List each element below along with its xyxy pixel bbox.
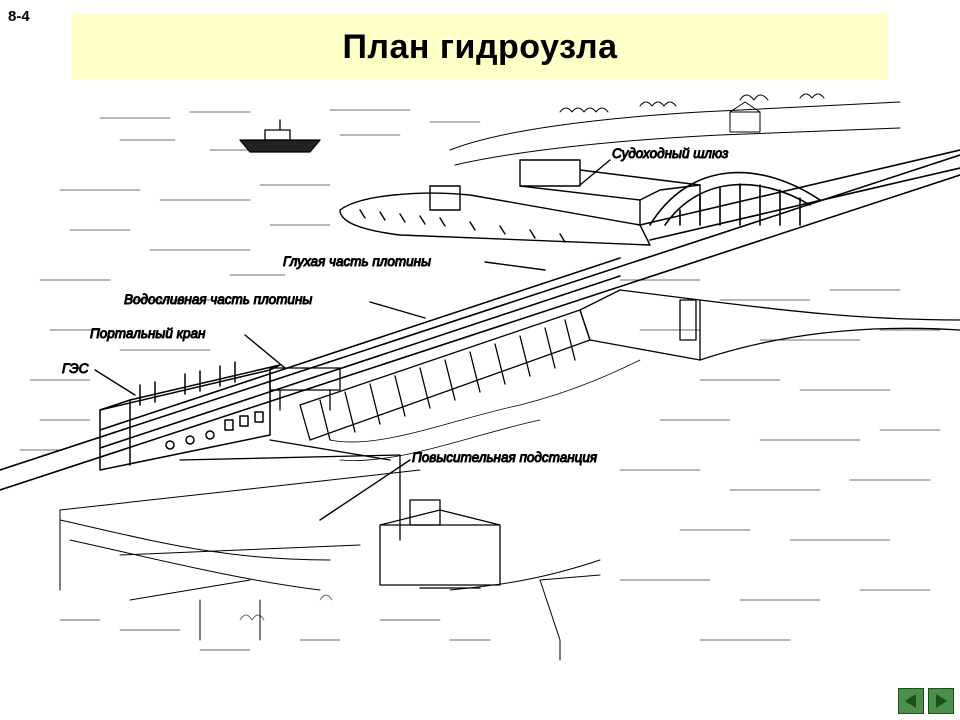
label-pointers [94,159,611,521]
basin [579,289,960,361]
triangle-right-icon [936,694,947,708]
label-lock: Судоходный шлюз [612,146,728,161]
hydro-plant-illustration: Судоходный шлюз Глухая часть плотины Вод… [0,93,960,661]
label-hes: ГЭС [62,361,89,376]
hes-building [99,361,281,471]
portal-crane [269,367,341,411]
ship-lock [339,159,701,246]
far-bank [449,93,901,166]
next-slide-button[interactable] [928,688,954,714]
slide-title: План гидроузла [342,27,618,66]
title-banner: План гидроузла [72,14,888,80]
prev-slide-button[interactable] [898,688,924,714]
arch-bridge [639,149,960,241]
label-portal-crane: Портальный кран [90,326,206,341]
label-blind-dam: Глухая часть плотины [283,254,431,269]
dam-crest [0,154,960,491]
boat [239,119,321,153]
substation [179,439,501,589]
spillway [299,309,641,461]
triangle-left-icon [905,694,916,708]
power-lines [59,469,601,661]
label-substation: Повысительная подстанция [412,450,597,465]
ground-hatching [59,594,491,651]
label-spillway: Водосливная часть плотины [124,292,312,307]
slide-number: 8-4 [8,8,30,25]
